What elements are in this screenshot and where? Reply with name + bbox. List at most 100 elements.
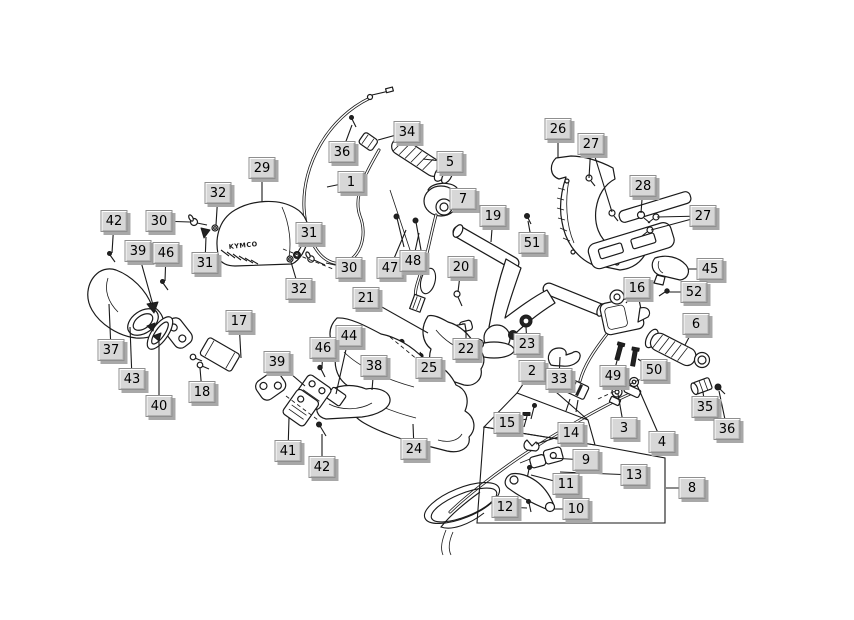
part-label-19: 19: [479, 205, 507, 227]
part-label-22: 22: [452, 338, 480, 360]
part-label-50: 50: [640, 359, 668, 381]
part-art-52-screw: [658, 288, 670, 297]
part-art-46-screw: [160, 279, 169, 291]
part-label-47: 47: [376, 257, 404, 279]
part-label-37: 37: [97, 339, 125, 361]
part-art-42-screw: [107, 251, 116, 263]
part-label-4: 4: [648, 431, 676, 453]
part-label-27: 27: [577, 133, 605, 155]
part-label-10: 10: [562, 498, 590, 520]
part-art-23-grommet: [519, 314, 533, 328]
part-label-6: 6: [682, 313, 710, 335]
part-label-52: 52: [680, 281, 708, 303]
part-label-21: 21: [352, 287, 380, 309]
part-label-46: 46: [152, 242, 180, 264]
part-art-34-spacer: [358, 132, 378, 151]
part-art-15-screw: [522, 403, 537, 428]
part-label-17: 17: [225, 310, 253, 332]
part-label-32: 32: [204, 182, 232, 204]
part-art-30-wing-bolt: [188, 214, 208, 227]
leader-line-27: [590, 143, 613, 213]
part-art-14-clip: [523, 439, 540, 452]
part-label-23: 23: [513, 333, 541, 355]
part-art-40-plate: [146, 316, 174, 350]
part-label-30: 30: [145, 210, 173, 232]
part-label-18: 18: [188, 381, 216, 403]
part-art-45-boot: [651, 255, 690, 286]
part-label-1: 1: [337, 171, 365, 193]
part-label-24: 24: [400, 438, 428, 460]
part-label-27: 27: [689, 205, 717, 227]
part-art-20-screw: [453, 290, 463, 307]
part-label-42: 42: [308, 456, 336, 478]
part-art-35-spacer: [690, 377, 713, 396]
part-label-41: 41: [274, 440, 302, 462]
part-label-15: 15: [493, 412, 521, 434]
part-label-33: 33: [545, 368, 573, 390]
part-label-20: 20: [447, 256, 475, 278]
part-label-28: 28: [629, 175, 657, 197]
part-art-48-screw: [412, 217, 422, 251]
part-label-3: 3: [610, 417, 638, 439]
assembly-axis-3: [597, 378, 642, 400]
part-label-31: 31: [191, 252, 219, 274]
part-label-2: 2: [518, 360, 546, 382]
part-label-36: 36: [713, 418, 741, 440]
part-label-35: 35: [691, 396, 719, 418]
part-art-42b-screw: [316, 421, 327, 437]
part-art-18-wing-bolts: [189, 353, 210, 370]
part-art-49-screw: [614, 341, 626, 361]
part-art-31b-32b-30b: [286, 251, 326, 266]
part-art-16-housing: [565, 289, 651, 413]
part-art-17-stem: [163, 317, 287, 401]
part-art-31-nut: [200, 227, 211, 239]
part-art-32-washer: [211, 224, 219, 232]
part-label-9: 9: [572, 449, 600, 471]
part-label-45: 45: [696, 258, 724, 280]
part-label-12: 12: [491, 496, 519, 518]
part-label-46: 46: [309, 337, 337, 359]
part-label-14: 14: [557, 422, 585, 444]
part-label-43: 43: [118, 368, 146, 390]
part-art-10-brake-lever: [504, 472, 556, 513]
part-label-5: 5: [436, 151, 464, 173]
part-art-47-screw: [393, 213, 405, 248]
part-label-11: 11: [552, 473, 580, 495]
part-art-26-rear-cover: [550, 155, 692, 271]
part-art-4-nut: [628, 376, 640, 388]
part-label-29: 29: [248, 157, 276, 179]
part-label-26: 26: [544, 118, 572, 140]
part-art-51-screw: [524, 213, 532, 225]
part-art-2-cable: [423, 384, 642, 556]
assembly-axes: [282, 248, 642, 421]
part-label-34: 34: [393, 121, 421, 143]
part-label-7: 7: [449, 188, 477, 210]
part-art-50-screw: [630, 346, 640, 367]
part-label-32: 32: [285, 278, 313, 300]
part-label-8: 8: [678, 477, 706, 499]
part-art-46b-screw: [317, 364, 326, 378]
part-label-13: 13: [620, 464, 648, 486]
part-art-36b-screw: [714, 383, 726, 395]
assembly-axis-2: [389, 336, 436, 375]
brand-text: KYMCO: [228, 240, 258, 251]
part-label-39: 39: [124, 240, 152, 262]
part-art-12-pin: [526, 499, 532, 513]
part-art-33-clamp: [547, 347, 581, 367]
part-label-39: 39: [263, 351, 291, 373]
assembly-axis-0: [282, 248, 334, 270]
part-label-42: 42: [100, 210, 128, 232]
part-art-6-grip: [644, 328, 711, 369]
part-art-9-connector: [519, 446, 564, 469]
part-label-30: 30: [335, 257, 363, 279]
part-label-49: 49: [599, 365, 627, 387]
part-label-51: 51: [518, 232, 546, 254]
part-art-28-screw: [636, 210, 651, 224]
part-label-48: 48: [399, 250, 427, 272]
part-label-16: 16: [623, 277, 651, 299]
part-art-36-screw: [349, 115, 357, 128]
part-label-36: 36: [328, 141, 356, 163]
part-label-25: 25: [415, 357, 443, 379]
